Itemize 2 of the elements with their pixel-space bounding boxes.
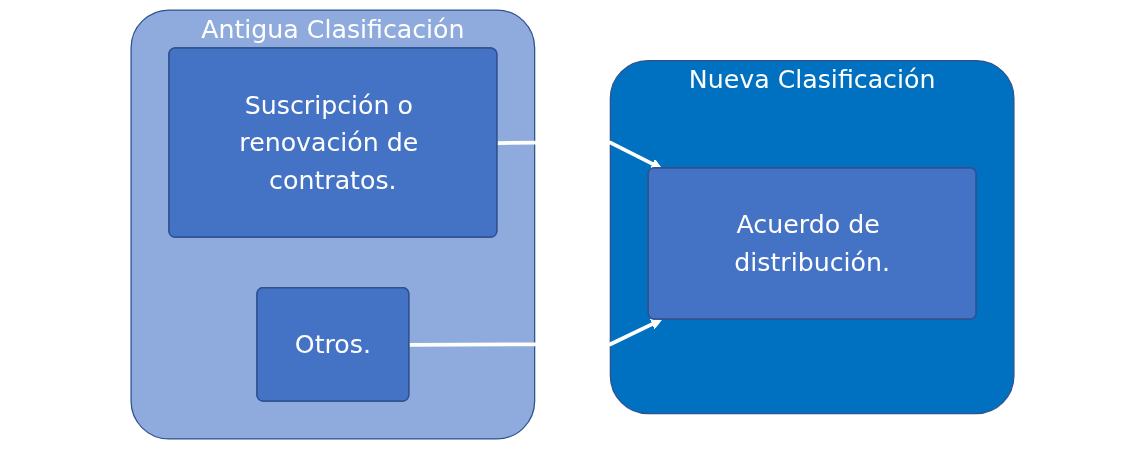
arrow (409, 319, 662, 347)
arrow (497, 140, 662, 169)
